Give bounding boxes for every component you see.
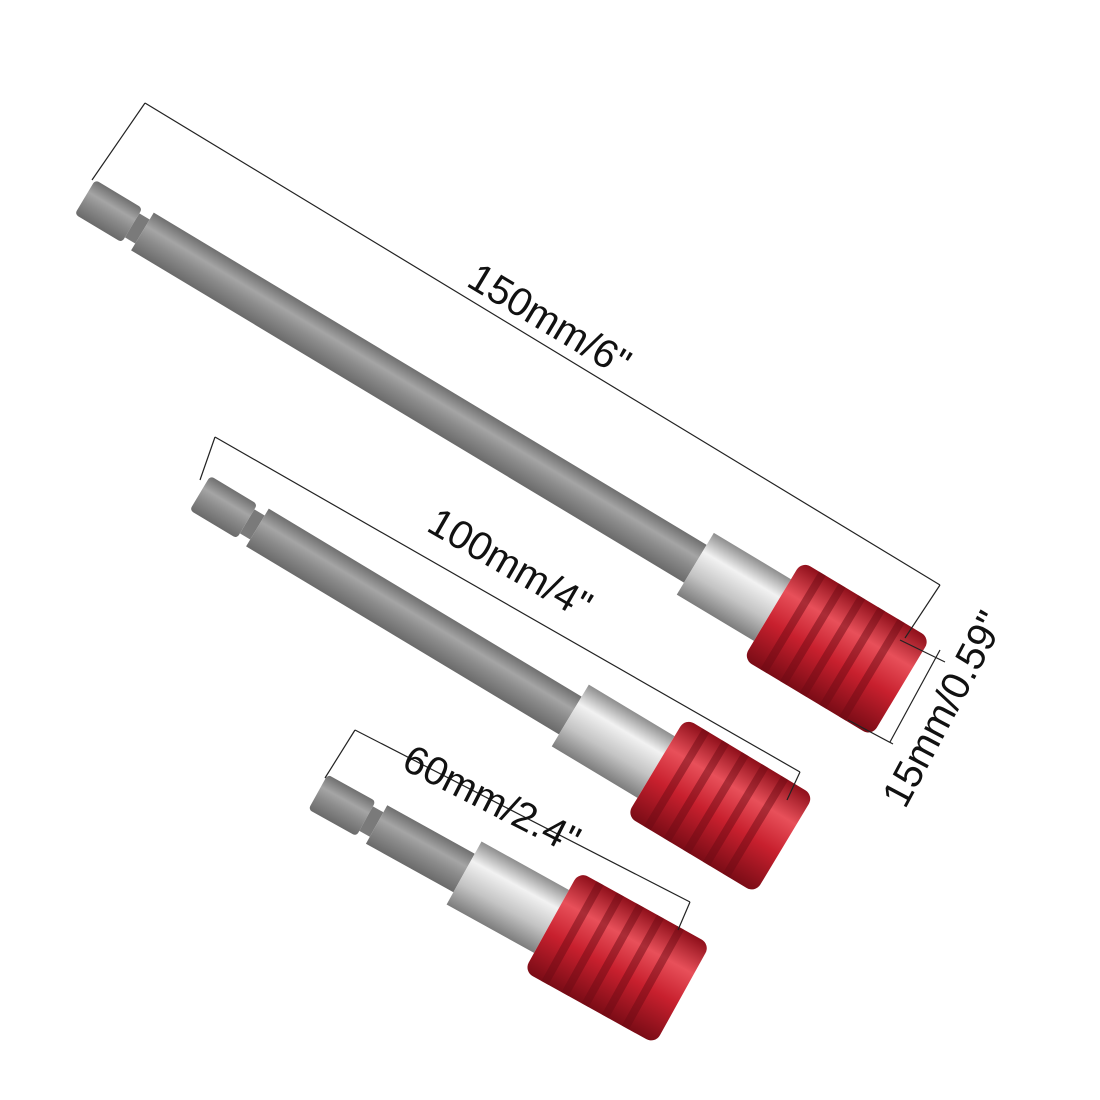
silver-collar xyxy=(446,841,569,953)
extension-line xyxy=(899,639,946,663)
red-sleeve xyxy=(630,721,811,890)
bit-holder-150mm xyxy=(76,181,927,733)
silver-collar xyxy=(551,684,675,798)
groove xyxy=(359,806,384,837)
extension-line xyxy=(199,436,216,481)
label-150mm: 150mm/6" xyxy=(460,255,638,386)
red-sleeve xyxy=(746,564,927,733)
hex-tip xyxy=(309,775,375,835)
groove xyxy=(124,213,150,244)
shank xyxy=(365,805,475,893)
extension-line xyxy=(904,584,941,639)
bit-holder-60mm xyxy=(309,775,707,1041)
extension-line xyxy=(677,901,691,931)
dimension-line-150mm xyxy=(144,102,941,586)
silver-collar xyxy=(676,532,791,641)
extension-line xyxy=(786,771,801,801)
bit-holder-100mm xyxy=(191,477,811,890)
dimension-line-60mm xyxy=(354,729,691,903)
extension-line xyxy=(91,102,146,181)
shank xyxy=(131,212,707,583)
shank xyxy=(246,508,582,735)
red-sleeve xyxy=(527,875,707,1041)
extension-line xyxy=(324,729,356,779)
extension-line xyxy=(847,719,894,745)
hex-tip xyxy=(191,477,256,537)
dimension-lines xyxy=(91,102,946,931)
label-100mm: 100mm/4" xyxy=(421,500,600,629)
dimension-line-100mm xyxy=(214,436,801,773)
hex-tip xyxy=(76,181,141,241)
dimension-line-15mm xyxy=(889,649,941,743)
groove xyxy=(239,509,265,540)
